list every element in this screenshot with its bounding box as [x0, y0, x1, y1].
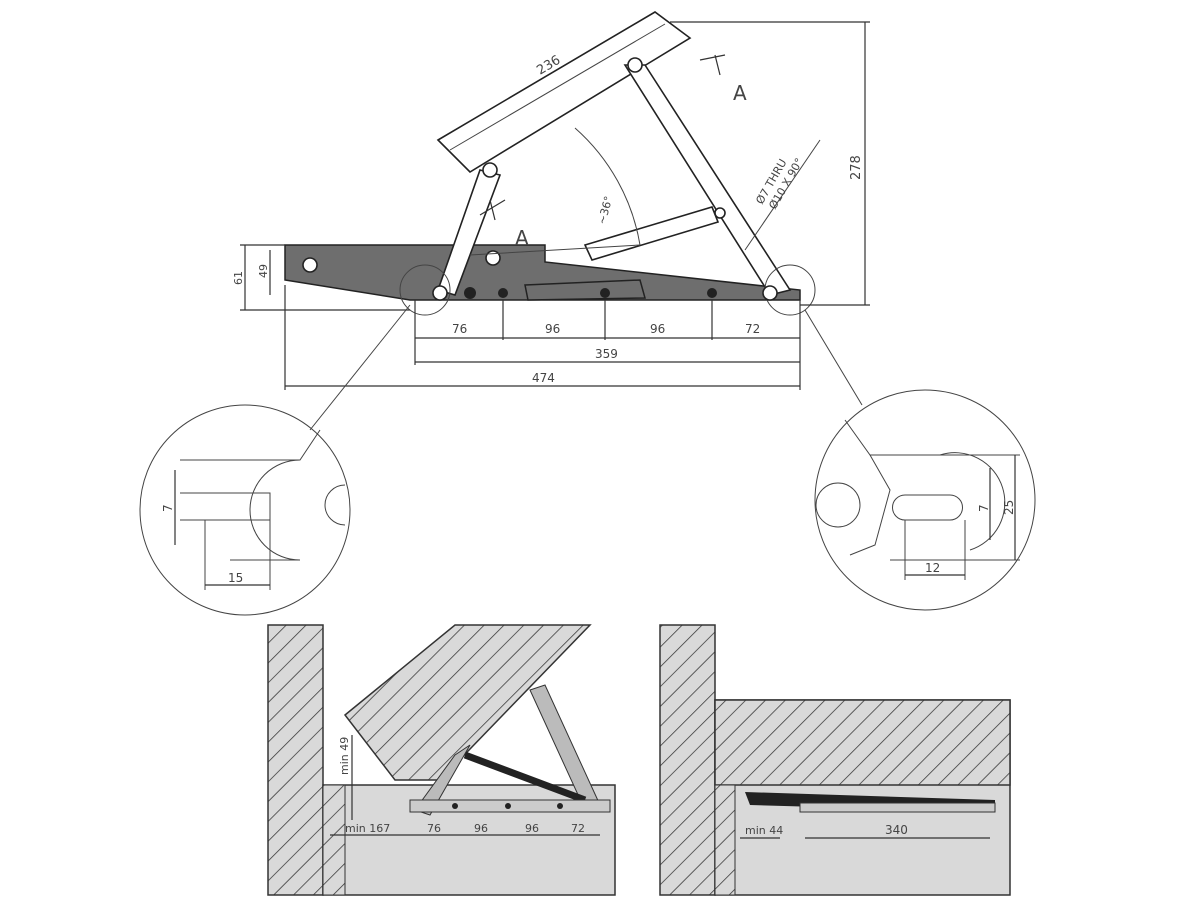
dim-spacing-72: 72	[745, 322, 760, 336]
install-closed-length: 340	[885, 823, 908, 837]
detail-left-slot-length: 15	[228, 571, 243, 585]
detail-marker-left	[399, 264, 451, 316]
gas-spring-body	[524, 279, 646, 301]
install-spacing-96: 96	[525, 822, 539, 835]
install-min-height: min 49	[338, 737, 351, 775]
pivot	[482, 162, 498, 178]
pivot	[714, 207, 726, 219]
detail-left: 7 15	[139, 404, 351, 616]
install-closed-min-offset: min 44	[745, 824, 783, 837]
section-label-a: A	[733, 81, 747, 105]
detail-right-slot-length: 12	[925, 561, 940, 575]
install-spacing-72: 72	[571, 822, 585, 835]
dim-spacing-76: 76	[452, 322, 467, 336]
install-min-offset: min 167	[345, 822, 390, 835]
dim-spacing-96: 96	[650, 322, 665, 336]
section-label-a: A	[515, 226, 529, 250]
pivot	[485, 250, 501, 266]
pivot	[627, 57, 643, 73]
dim-total-height: 278	[849, 155, 864, 180]
install-open-view: min 49 min 167 76 96 96 72	[267, 624, 616, 896]
detail-right-slot-height: 7	[977, 504, 991, 512]
install-spacing-76: 76	[427, 822, 441, 835]
dim-spacing-96: 96	[545, 322, 560, 336]
detail-left-slot-height: 7	[161, 504, 175, 512]
pivot	[302, 257, 318, 273]
detail-right: 7 25 12	[814, 389, 1036, 611]
dim-61: 61	[232, 271, 245, 285]
base-plate	[284, 244, 801, 301]
dim-49: 49	[257, 264, 270, 278]
angle-label: ~36°	[595, 195, 615, 226]
install-spacing-96: 96	[474, 822, 488, 835]
dim-474: 474	[532, 371, 555, 385]
install-closed-view: min 44 340	[659, 624, 1011, 896]
detail-right-height: 25	[1002, 500, 1016, 515]
lid-plate	[436, 11, 692, 174]
dim-359: 359	[595, 347, 618, 361]
main-view	[240, 11, 870, 431]
